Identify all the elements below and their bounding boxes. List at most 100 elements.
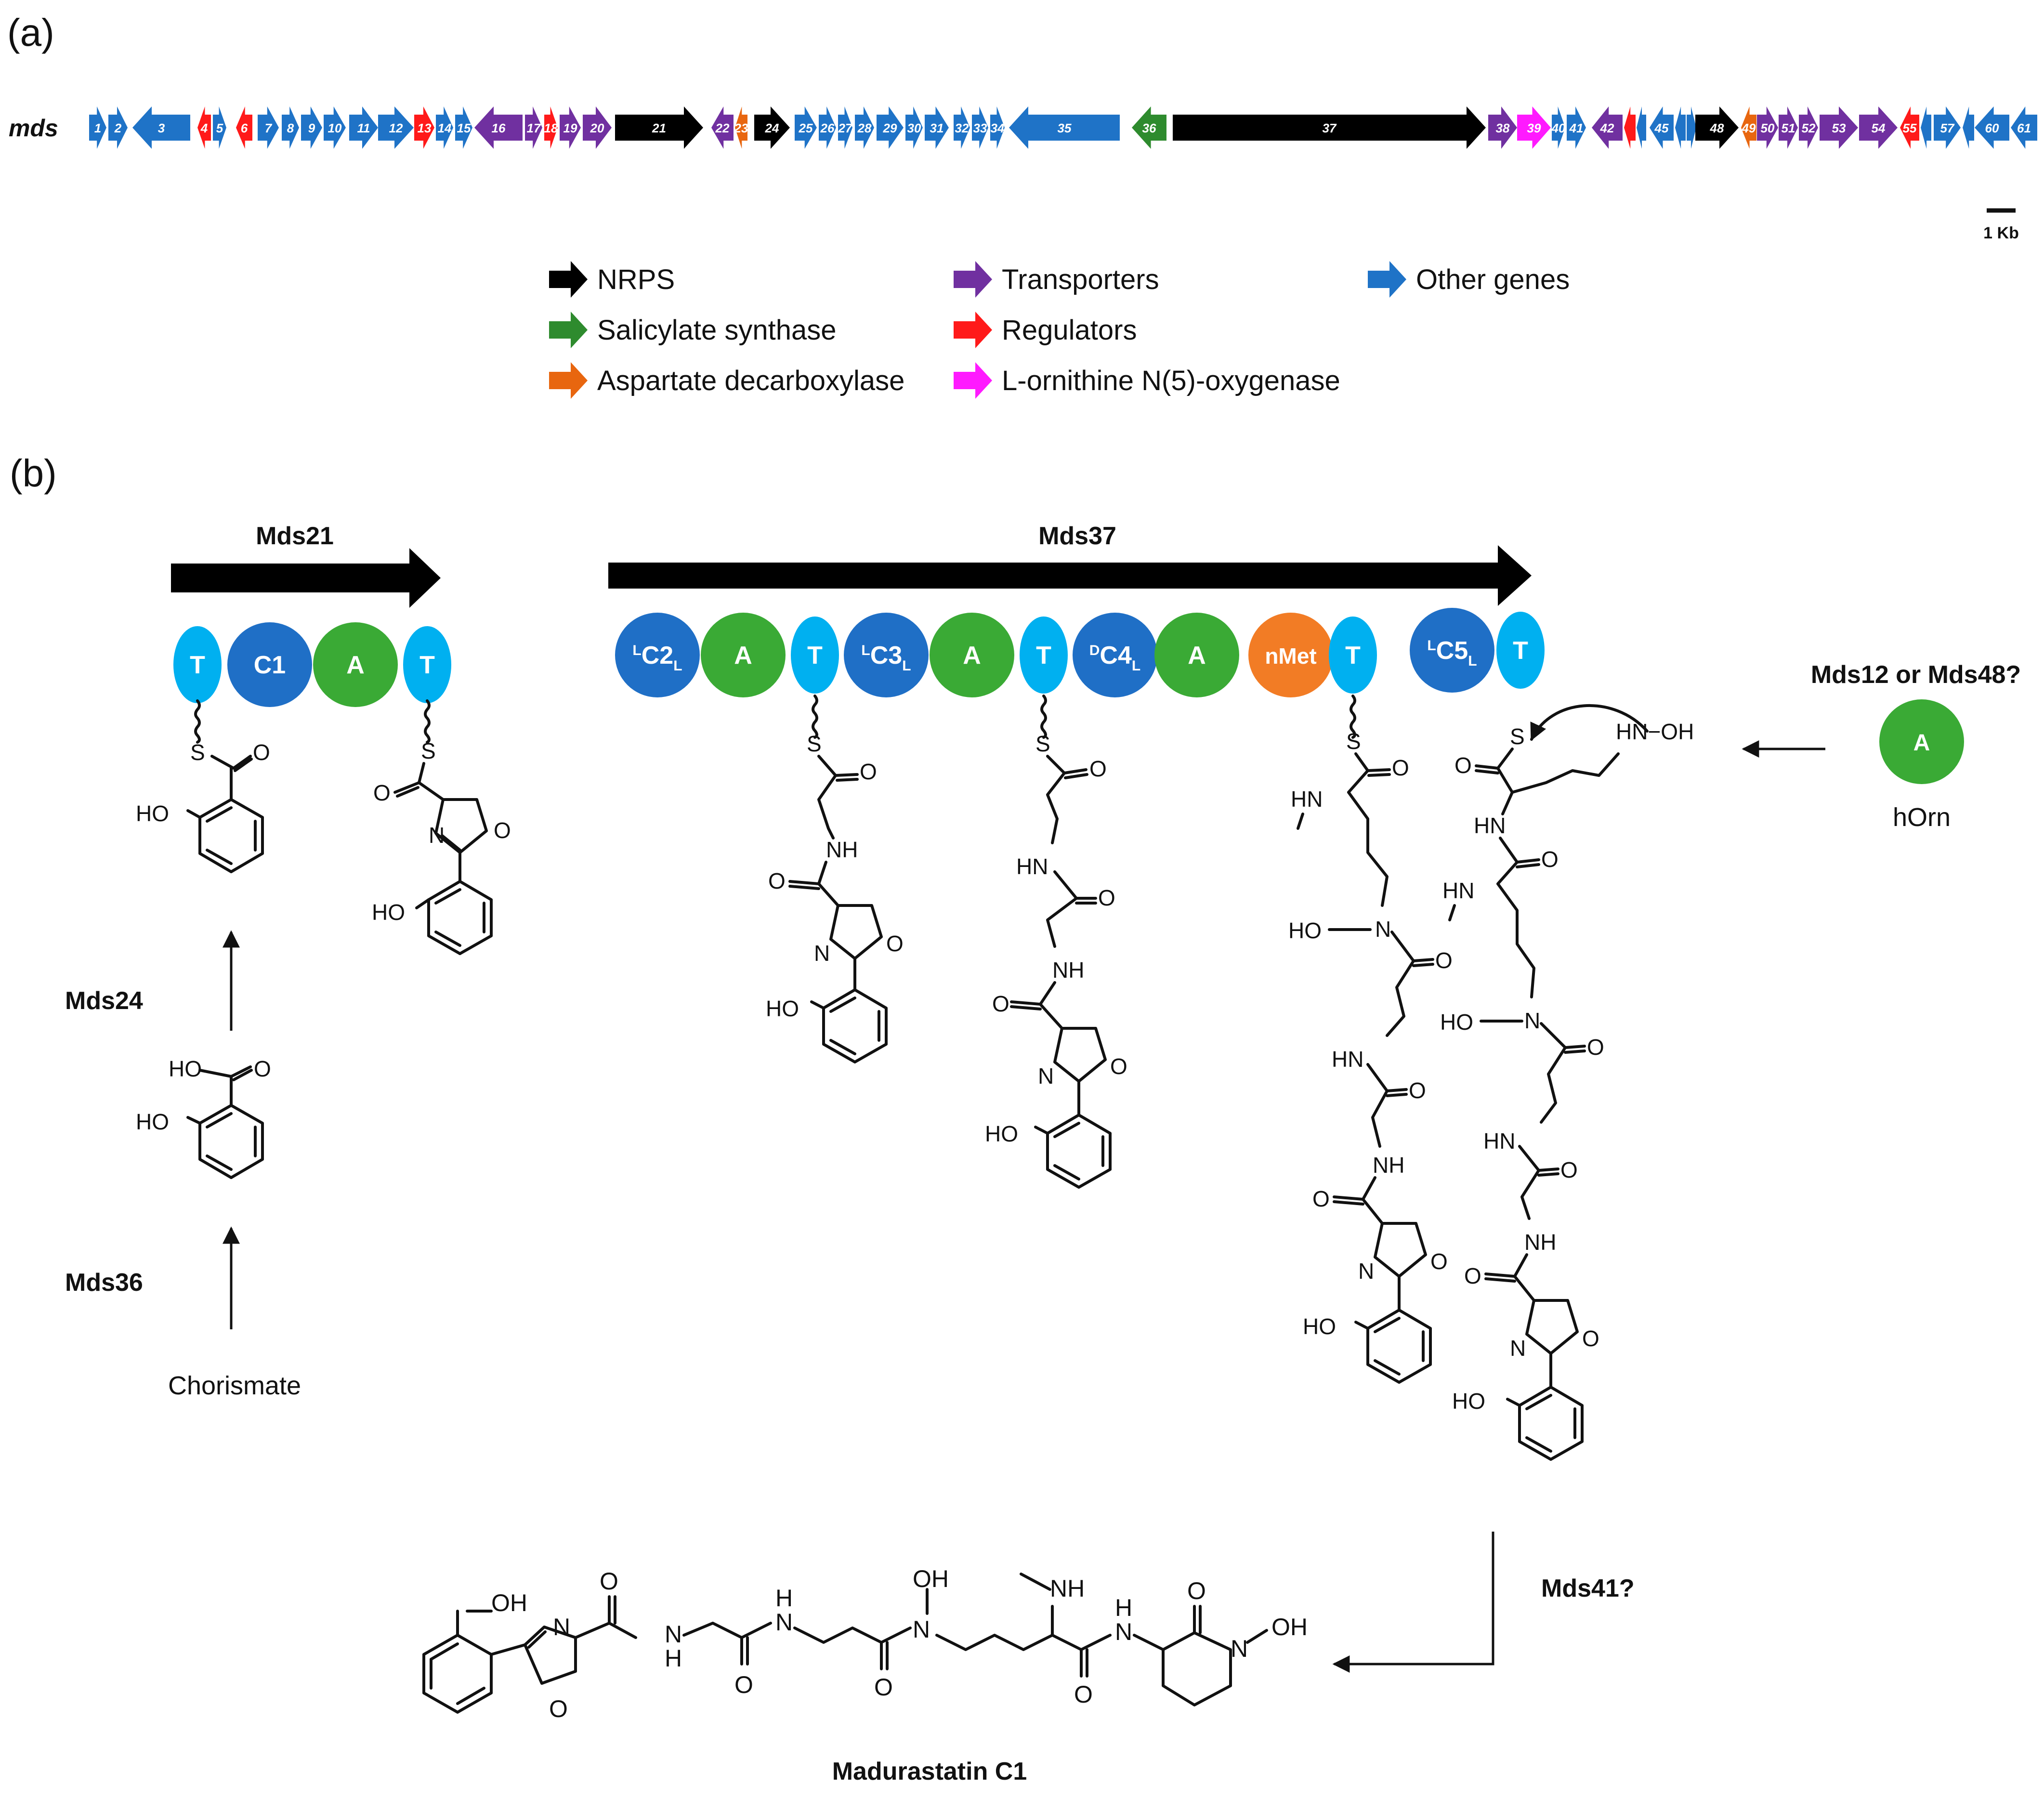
svg-text:S: S bbox=[1346, 729, 1361, 754]
svg-text:O: O bbox=[1582, 1326, 1599, 1351]
gene-arrow bbox=[905, 106, 923, 149]
svg-text:O: O bbox=[1098, 885, 1115, 910]
svg-text:H: H bbox=[775, 1585, 793, 1612]
svg-text:HN: HN bbox=[1483, 1128, 1515, 1154]
domain-label: T bbox=[1345, 642, 1361, 669]
svg-text:HO: HO bbox=[766, 996, 799, 1021]
enzyme-mds24-label: Mds24 bbox=[65, 987, 143, 1015]
gene-number: 36 bbox=[1142, 121, 1156, 135]
domain-nmet: nMet bbox=[1248, 613, 1333, 697]
panel-a-label: (a) bbox=[7, 11, 54, 54]
gene-number: 6 bbox=[241, 121, 248, 135]
gene-number: 9 bbox=[308, 121, 315, 135]
domain-main: T bbox=[807, 642, 823, 669]
legend-label: Salicylate synthase bbox=[597, 315, 836, 346]
svg-text:H: H bbox=[665, 1645, 682, 1672]
domain-main: C3 bbox=[870, 642, 902, 669]
gene-number: 52 bbox=[1802, 121, 1816, 135]
domain-a: A bbox=[313, 622, 398, 707]
loader-a-text: A bbox=[1913, 730, 1930, 756]
loader-a-domain: A bbox=[1879, 699, 1964, 784]
svg-text:O: O bbox=[1454, 753, 1472, 778]
gene-arrow bbox=[954, 106, 970, 149]
gene-arrow bbox=[1009, 106, 1120, 149]
legend-label: NRPS bbox=[597, 264, 675, 295]
domain-label: DC4L bbox=[1089, 642, 1140, 674]
svg-text:HO: HO bbox=[985, 1121, 1018, 1146]
intermediate-2-structure: S O HN O NH O N O HO bbox=[985, 731, 1127, 1189]
gene-arrow bbox=[972, 106, 988, 149]
svg-text:O: O bbox=[1464, 1263, 1481, 1288]
gene-number: 3 bbox=[158, 121, 165, 135]
domain-main: T bbox=[1513, 637, 1528, 665]
svg-text:O: O bbox=[1541, 847, 1559, 872]
domain-label: A bbox=[346, 651, 365, 679]
domain-main: T bbox=[1036, 642, 1051, 669]
svg-text:HO: HO bbox=[1452, 1389, 1485, 1414]
legend-swatch bbox=[954, 261, 992, 298]
domain-main: A bbox=[734, 642, 752, 669]
gene-number: 31 bbox=[930, 121, 944, 135]
panel-b-label: (b) bbox=[10, 452, 57, 495]
svg-text:O: O bbox=[860, 759, 877, 784]
svg-text:O: O bbox=[1074, 1681, 1093, 1708]
domain-a: A bbox=[1154, 613, 1239, 697]
legend-label: Transporters bbox=[1002, 264, 1159, 295]
gene-arrow bbox=[877, 106, 904, 149]
domain-c: LC5L bbox=[1410, 608, 1494, 693]
gene-number: 49 bbox=[1742, 121, 1756, 135]
svg-text:N: N bbox=[429, 823, 445, 848]
domain-c: LC2L bbox=[615, 613, 700, 697]
svg-text:O: O bbox=[768, 868, 786, 893]
gene-number: 4 bbox=[200, 121, 208, 135]
svg-text:S: S bbox=[421, 738, 436, 763]
legend-label: Other genes bbox=[1416, 264, 1570, 295]
svg-text:NH: NH bbox=[1373, 1153, 1404, 1178]
oxazoline-thioester-structure: S O N O HO bbox=[372, 738, 511, 955]
svg-text:HN: HN bbox=[1442, 878, 1474, 903]
gene-arrow bbox=[378, 106, 414, 149]
svg-text:N: N bbox=[1358, 1259, 1374, 1284]
svg-text:N: N bbox=[775, 1609, 793, 1636]
gene-arrow bbox=[108, 106, 128, 149]
gene-number: 10 bbox=[328, 121, 342, 135]
gene-arrow bbox=[925, 106, 949, 149]
svg-text:NH: NH bbox=[1050, 1575, 1085, 1602]
gene-arrow bbox=[1552, 106, 1565, 149]
domain-main: T bbox=[1345, 642, 1361, 669]
domain-label: A bbox=[1188, 642, 1206, 669]
gene-number: 38 bbox=[1496, 121, 1510, 135]
gene-number: 51 bbox=[1782, 121, 1795, 135]
svg-text:HO: HO bbox=[372, 900, 405, 925]
gene-arrow bbox=[711, 106, 734, 149]
svg-text:O: O bbox=[1560, 1157, 1578, 1182]
salicyl-thioester-structure: S O HO bbox=[136, 740, 270, 873]
gene-arrow bbox=[1695, 106, 1739, 149]
svg-text:HN: HN bbox=[1291, 787, 1323, 812]
gene-number: 40 bbox=[1551, 121, 1566, 135]
gene-arrow bbox=[1934, 106, 1961, 149]
domain-label: T bbox=[1513, 637, 1528, 665]
svg-text:N: N bbox=[1375, 917, 1391, 942]
svg-text:HO: HO bbox=[1303, 1314, 1336, 1339]
domain-label: C1 bbox=[254, 651, 286, 679]
gene-number: 45 bbox=[1654, 121, 1669, 135]
svg-text:N: N bbox=[1510, 1336, 1526, 1361]
domain-t: T bbox=[1020, 616, 1068, 694]
domain-label: LC2L bbox=[632, 642, 682, 674]
domain-subscript: L bbox=[1132, 658, 1140, 674]
gene-arrow bbox=[819, 106, 836, 149]
gene-number: 55 bbox=[1903, 121, 1917, 135]
svg-text:N: N bbox=[1038, 1063, 1054, 1089]
domain-label: T bbox=[1036, 642, 1051, 669]
gene-number: 8 bbox=[287, 121, 294, 135]
svg-text:N: N bbox=[913, 1616, 930, 1643]
svg-text:O: O bbox=[494, 818, 511, 843]
gene-arrow bbox=[1963, 106, 1974, 149]
svg-text:HN: HN bbox=[1474, 813, 1506, 838]
svg-text:S: S bbox=[190, 740, 205, 765]
scale-bar-label: 1 Kb bbox=[1983, 224, 2019, 242]
gene-arrow bbox=[1592, 106, 1623, 149]
domain-main: A bbox=[963, 642, 981, 669]
